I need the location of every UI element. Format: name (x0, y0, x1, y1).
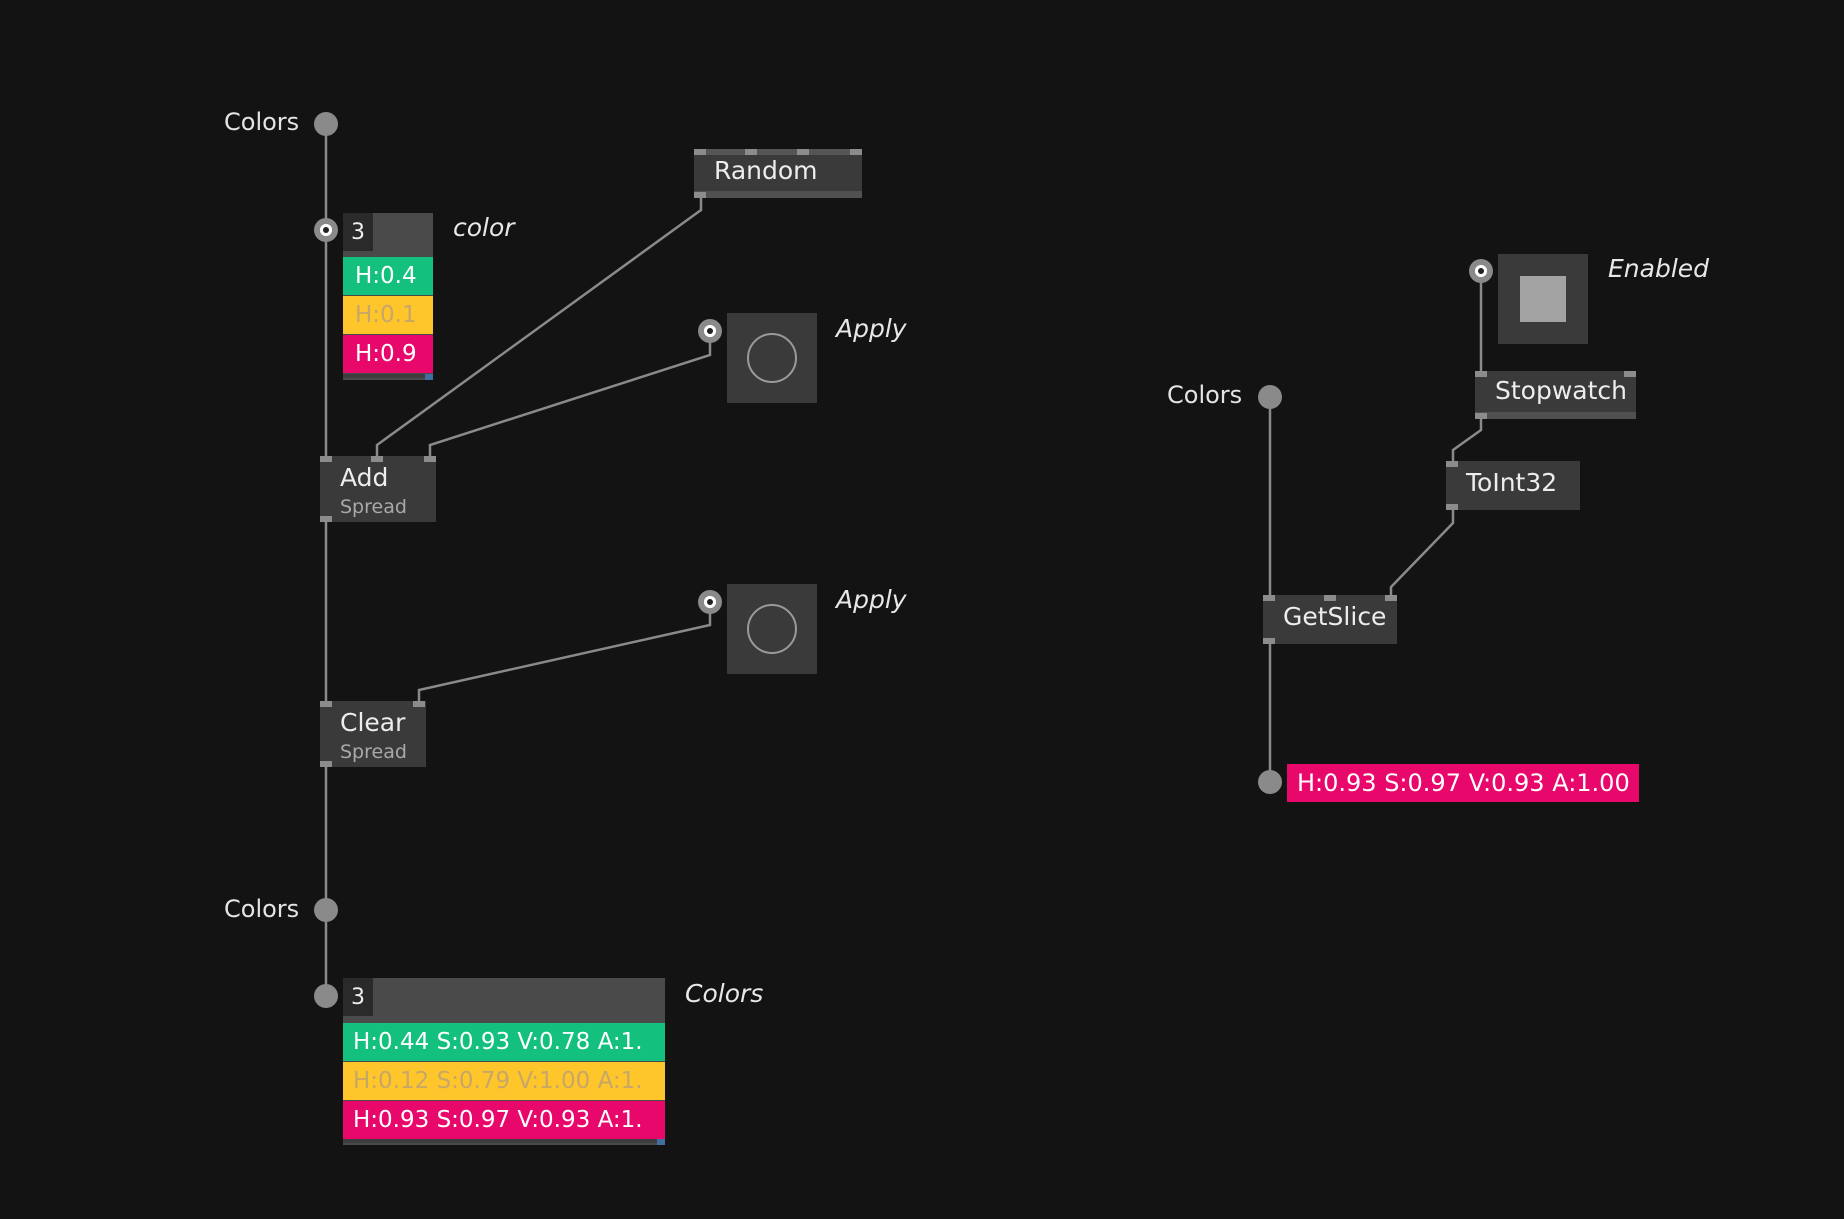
getslice-output-port[interactable] (1263, 638, 1275, 644)
add-input-port-2[interactable] (371, 456, 383, 462)
wire-apply-to-add (428, 330, 712, 458)
clear-node-title: Clear (340, 708, 406, 737)
colors-input-pad[interactable] (314, 112, 338, 136)
toint32-input-port[interactable] (1446, 461, 1458, 467)
colors-spread-label: Colors (685, 979, 764, 1008)
colors-spread-row-green[interactable]: H:0.44 S:0.93 V:0.78 A:1. (343, 1023, 665, 1061)
enabled-pin[interactable] (1469, 259, 1493, 283)
getslice-node[interactable]: GetSlice (1263, 595, 1397, 644)
colors-right-pad[interactable] (1258, 385, 1282, 409)
wire-stopwatch-to-toint (1451, 418, 1483, 463)
clear-input-port-1[interactable] (320, 701, 332, 707)
colors-input-label: Colors (224, 108, 300, 136)
output-color-value[interactable]: H:0.93 S:0.97 V:0.93 A:1.00 (1287, 764, 1639, 802)
colors-right-label: Colors (1167, 381, 1243, 409)
stopwatch-output-port[interactable] (1475, 413, 1487, 419)
wire-toint-to-getslice (1389, 510, 1455, 597)
clear-output-port[interactable] (320, 761, 332, 767)
toint32-node-title: ToInt32 (1466, 468, 1558, 497)
random-input-port-4[interactable] (850, 149, 862, 155)
random-output-port[interactable] (694, 192, 706, 198)
add-node-subtitle: Spread (340, 496, 407, 518)
color-spread-row-magenta[interactable]: H:0.9 (343, 335, 433, 373)
clear-node[interactable]: Clear Spread (320, 701, 426, 767)
colors-spread-count: 3 (343, 978, 373, 1016)
stopwatch-node-title: Stopwatch (1495, 376, 1627, 405)
toint32-output-port[interactable] (1446, 504, 1458, 510)
random-input-port-3[interactable] (797, 149, 809, 155)
add-input-port-1[interactable] (320, 456, 332, 462)
apply-add-bang-button[interactable] (727, 313, 817, 403)
stopwatch-input-port-1[interactable] (1475, 371, 1487, 377)
getslice-node-title: GetSlice (1283, 602, 1387, 631)
colors-spread-pin[interactable] (314, 984, 338, 1008)
apply-add-label: Apply (836, 314, 907, 343)
add-node-title: Add (340, 463, 389, 492)
apply-clear-bang-button[interactable] (727, 584, 817, 674)
getslice-input-port-1[interactable] (1263, 595, 1275, 601)
add-node[interactable]: Add Spread (320, 456, 436, 522)
add-input-port-3[interactable] (424, 456, 436, 462)
color-spread-row-yellow[interactable]: H:0.1 (343, 296, 433, 334)
wire-random-to-add (375, 198, 703, 458)
bang-circle-icon (747, 333, 797, 383)
add-output-port[interactable] (320, 516, 332, 522)
apply-clear-pin[interactable] (698, 590, 722, 614)
apply-add-pin[interactable] (698, 319, 722, 343)
random-node-title: Random (714, 156, 818, 185)
color-spread-pin[interactable] (314, 218, 338, 242)
colors-spread-row-yellow[interactable]: H:0.12 S:0.79 V:1.00 A:1. (343, 1062, 665, 1100)
colors-spread-box[interactable]: 3 H:0.44 S:0.93 V:0.78 A:1. H:0.12 S:0.7… (343, 978, 665, 1145)
colors-spread-row-magenta[interactable]: H:0.93 S:0.97 V:0.93 A:1. (343, 1101, 665, 1139)
random-input-port-1[interactable] (694, 149, 706, 155)
color-spread-label: color (453, 213, 515, 242)
apply-clear-label: Apply (836, 585, 907, 614)
enabled-label: Enabled (1608, 254, 1710, 283)
random-node[interactable]: Random (694, 149, 862, 198)
output-color-pin[interactable] (1258, 770, 1282, 794)
clear-node-subtitle: Spread (340, 741, 407, 763)
getslice-input-port-2[interactable] (1324, 595, 1336, 601)
getslice-input-port-3[interactable] (1385, 595, 1397, 601)
color-spread-box[interactable]: 3 H:0.4 H:0.1 H:0.9 (343, 213, 433, 380)
colors-spread-resize-handle[interactable] (657, 1139, 665, 1145)
stopwatch-node[interactable]: Stopwatch (1475, 371, 1636, 419)
stopwatch-input-port-2[interactable] (1624, 371, 1636, 377)
color-spread-count: 3 (343, 213, 373, 251)
color-spread-resize-handle[interactable] (425, 374, 433, 380)
random-input-port-2[interactable] (745, 149, 757, 155)
clear-input-port-2[interactable] (413, 701, 425, 707)
colors-output-label: Colors (224, 895, 300, 923)
bang-circle-icon (747, 604, 797, 654)
colors-output-pad[interactable] (314, 898, 338, 922)
color-spread-row-green[interactable]: H:0.4 (343, 257, 433, 295)
toggle-square-icon (1520, 276, 1566, 322)
wire-apply-to-clear (417, 601, 712, 703)
enabled-toggle[interactable] (1498, 254, 1588, 344)
toint32-node[interactable]: ToInt32 (1446, 461, 1580, 510)
